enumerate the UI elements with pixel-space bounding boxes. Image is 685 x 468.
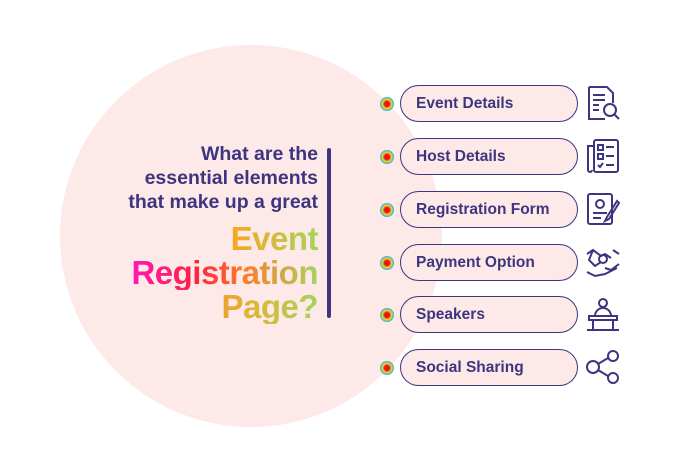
share-network-icon bbox=[586, 350, 619, 384]
highlight-line: Page? bbox=[131, 290, 318, 324]
item-label: Social Sharing bbox=[400, 349, 578, 386]
question-text: What are the essential elements that mak… bbox=[128, 142, 318, 214]
checklist-icon bbox=[587, 139, 619, 173]
item-speakers: Speakers bbox=[380, 296, 630, 334]
item-registration-form: Registration Form bbox=[380, 191, 630, 229]
bullet-icon bbox=[380, 203, 394, 217]
document-search-icon bbox=[588, 86, 620, 120]
bullet-icon bbox=[380, 256, 394, 270]
handshake-payment-icon bbox=[586, 248, 620, 278]
highlight-line: Registration bbox=[131, 254, 318, 291]
question-line: essential elements bbox=[144, 167, 318, 189]
item-label: Payment Option bbox=[400, 244, 578, 281]
question-line: What are the bbox=[200, 143, 318, 165]
background-circle bbox=[60, 45, 442, 427]
item-label: Event Details bbox=[400, 85, 578, 122]
bullet-icon bbox=[380, 361, 394, 375]
form-signature-icon bbox=[587, 193, 621, 225]
item-payment-option: Payment Option bbox=[380, 244, 630, 282]
item-label: Host Details bbox=[400, 138, 578, 175]
bullet-icon bbox=[380, 150, 394, 164]
item-social-sharing: Social Sharing bbox=[380, 349, 630, 387]
divider bbox=[327, 148, 331, 318]
item-label: Speakers bbox=[400, 296, 578, 333]
highlight-line: Event bbox=[131, 222, 319, 256]
speaker-podium-icon bbox=[587, 298, 619, 331]
bullet-icon bbox=[380, 308, 394, 322]
item-event-details: Event Details bbox=[380, 85, 630, 123]
highlight-title: Event Registration Page? bbox=[131, 222, 318, 324]
bullet-icon bbox=[380, 97, 394, 111]
item-host-details: Host Details bbox=[380, 138, 630, 176]
item-label: Registration Form bbox=[400, 191, 578, 228]
question-line: that make up a great bbox=[128, 191, 318, 213]
